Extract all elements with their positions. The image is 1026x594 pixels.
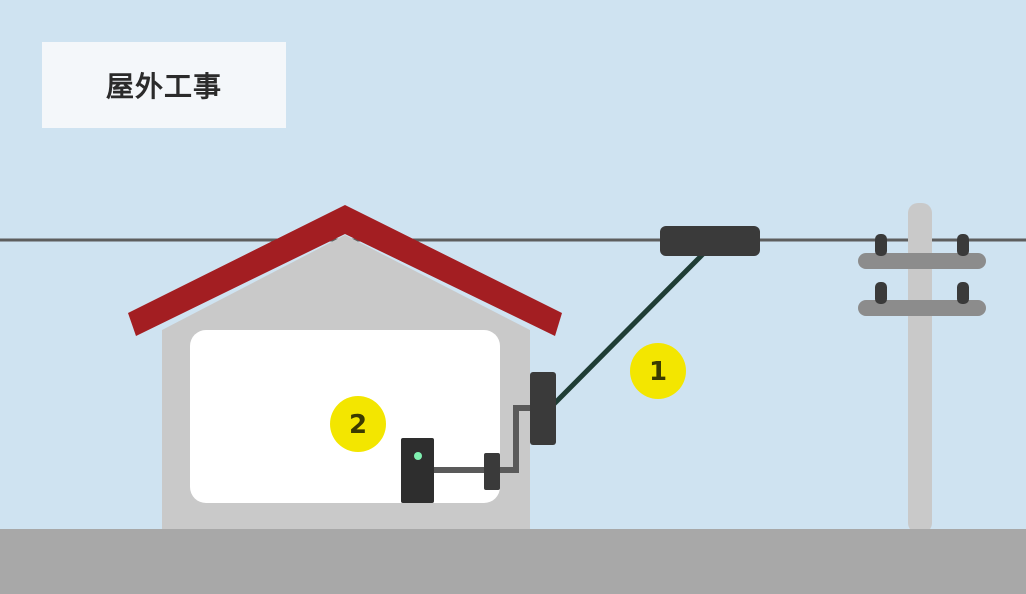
ground bbox=[0, 529, 1026, 594]
optical-outlet bbox=[484, 453, 500, 490]
insulator-upper-left bbox=[875, 234, 887, 256]
marker-1-label: 1 bbox=[649, 357, 667, 387]
house-roof bbox=[128, 205, 562, 336]
diagram-title: 屋外工事 bbox=[105, 70, 222, 103]
pole-crossarm-upper bbox=[858, 253, 986, 269]
marker-1: 1 bbox=[630, 343, 686, 399]
insulator-lower-left bbox=[875, 282, 887, 304]
onu-indicator-led bbox=[414, 452, 422, 460]
marker-2: 2 bbox=[330, 396, 386, 452]
pole-shaft bbox=[908, 203, 932, 533]
onu-device bbox=[401, 438, 434, 503]
insulator-upper-right bbox=[957, 234, 969, 256]
insulator-lower-right bbox=[957, 282, 969, 304]
marker-2-label: 2 bbox=[349, 410, 367, 440]
marker-2-circle bbox=[330, 396, 386, 452]
onu-body bbox=[401, 438, 434, 503]
drop-cable bbox=[551, 251, 706, 407]
cable-closure bbox=[660, 226, 760, 256]
wall-connection-box bbox=[530, 372, 556, 445]
utility-pole bbox=[858, 203, 986, 533]
indoor-cable bbox=[434, 405, 531, 473]
title-box: 屋外工事 bbox=[42, 42, 286, 128]
marker-1-circle bbox=[630, 343, 686, 399]
pole-crossarm-lower bbox=[858, 300, 986, 316]
